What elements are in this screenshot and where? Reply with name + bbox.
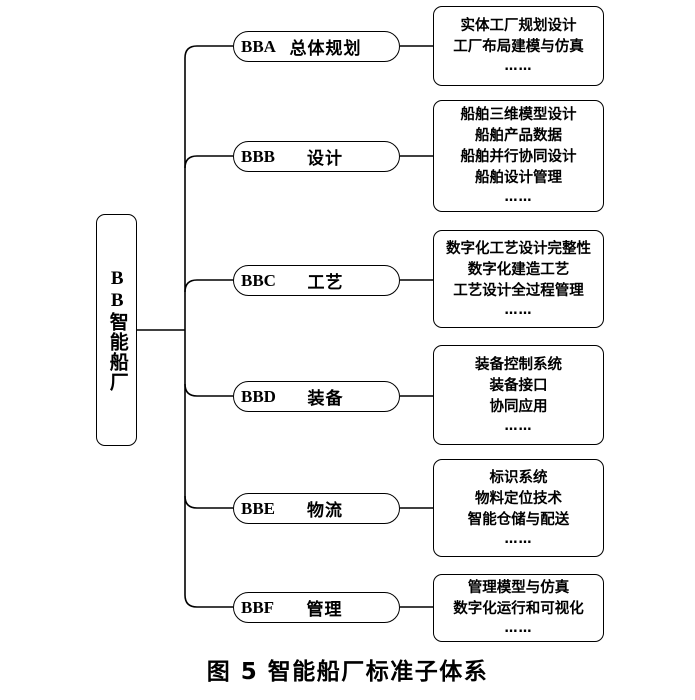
category-label: 总体规划 bbox=[289, 39, 362, 59]
content-ellipsis: …… bbox=[504, 190, 533, 206]
content-item: 船舶设计管理 bbox=[475, 170, 562, 187]
content-item: 装备接口 bbox=[489, 377, 548, 394]
connector-elbow-bbc bbox=[184, 279, 233, 293]
content-item: 船舶三维模型设计 bbox=[460, 107, 577, 124]
category-node-bbb[interactable]: BBB 设计 bbox=[233, 141, 400, 172]
category-code: BBD bbox=[241, 386, 276, 406]
category-code: BBA bbox=[241, 36, 276, 56]
connector-elbow-bbe bbox=[184, 495, 233, 509]
figure-caption: 图 5 智能船厂标准子体系 bbox=[206, 659, 489, 685]
content-item: 工厂布局建模与仿真 bbox=[453, 39, 584, 56]
connector-elbow-bbd bbox=[184, 383, 233, 397]
content-box-bbc[interactable]: 数字化工艺设计完整性 数字化建造工艺 工艺设计全过程管理 …… bbox=[433, 230, 604, 328]
content-ellipsis: …… bbox=[504, 302, 533, 318]
category-code: BBB bbox=[241, 146, 276, 166]
content-item: 智能仓储与配送 bbox=[467, 511, 570, 528]
content-item: 管理模型与仿真 bbox=[467, 580, 570, 597]
category-label: 设计 bbox=[307, 149, 344, 169]
category-node-bbc[interactable]: BBC 工艺 bbox=[233, 265, 400, 296]
content-box-bbb[interactable]: 船舶三维模型设计 船舶产品数据 船舶并行协同设计 船舶设计管理 …… bbox=[433, 100, 604, 212]
content-box-bba[interactable]: 实体工厂规划设计 工厂布局建模与仿真 …… bbox=[433, 6, 604, 86]
content-item: 实体工厂规划设计 bbox=[460, 18, 577, 35]
content-item: 数字化建造工艺 bbox=[467, 261, 570, 278]
category-node-bbd[interactable]: BBD 装备 bbox=[233, 381, 400, 412]
category-label: 装备 bbox=[307, 389, 344, 409]
category-node-bbe[interactable]: BBE 物流 bbox=[233, 493, 400, 524]
content-item: 物料定位技术 bbox=[475, 490, 562, 507]
connector-elbow-bba bbox=[184, 45, 233, 59]
root-node[interactable]: BB智能船厂 bbox=[96, 214, 137, 446]
category-label: 物流 bbox=[307, 501, 344, 521]
content-item: 船舶并行协同设计 bbox=[460, 149, 577, 166]
content-box-bbe[interactable]: 标识系统 物料定位技术 智能仓储与配送 …… bbox=[433, 459, 604, 557]
content-item: 数字化工艺设计完整性 bbox=[446, 240, 591, 257]
category-code: BBE bbox=[241, 498, 276, 518]
content-item: 装备控制系统 bbox=[475, 356, 562, 373]
category-node-bbf[interactable]: BBF 管理 bbox=[233, 592, 400, 623]
category-label: 管理 bbox=[306, 600, 343, 620]
content-item: 工艺设计全过程管理 bbox=[453, 282, 584, 299]
category-code: BBF bbox=[241, 597, 275, 617]
connector-elbow-bbb bbox=[184, 155, 233, 169]
root-node-label: BB智能船厂 bbox=[106, 268, 128, 392]
category-label: 工艺 bbox=[307, 273, 344, 293]
content-box-bbf[interactable]: 管理模型与仿真 数字化运行和可视化 …… bbox=[433, 574, 604, 642]
content-ellipsis: …… bbox=[504, 59, 533, 75]
content-ellipsis: …… bbox=[504, 621, 533, 637]
content-ellipsis: …… bbox=[504, 531, 533, 547]
content-item: 协同应用 bbox=[489, 398, 548, 415]
category-node-bba[interactable]: BBA 总体规划 bbox=[233, 31, 400, 62]
content-item: 标识系统 bbox=[489, 469, 548, 486]
category-code: BBC bbox=[241, 270, 276, 290]
connector-elbow-bbf bbox=[184, 594, 233, 608]
content-item: 数字化运行和可视化 bbox=[453, 601, 584, 618]
content-item: 船舶产品数据 bbox=[475, 128, 562, 145]
content-ellipsis: …… bbox=[504, 418, 533, 434]
content-box-bbd[interactable]: 装备控制系统 装备接口 协同应用 …… bbox=[433, 345, 604, 445]
